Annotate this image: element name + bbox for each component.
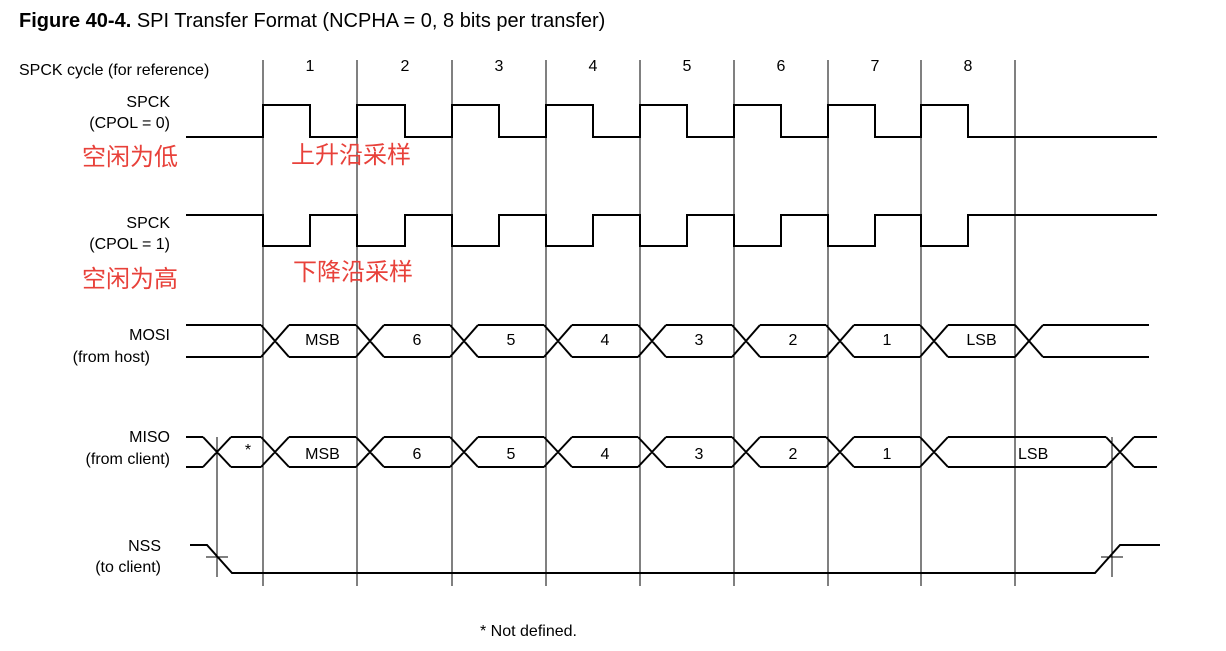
cycle-number: 4 [589, 58, 598, 75]
mosi-bit-label: 4 [601, 332, 610, 349]
spck0-qualifier: (CPOL = 0) [89, 115, 170, 132]
figure-number: Figure 40-4. [19, 10, 132, 32]
spck0-name: SPCK [126, 94, 170, 111]
figure-caption: SPI Transfer Format (NCPHA = 0, 8 bits p… [136, 10, 606, 32]
nss-qualifier: (to client) [95, 559, 161, 576]
spck1-waveform [186, 214, 1157, 247]
miso-bit-label: 3 [695, 446, 704, 463]
annotation-cpol1-edge: 下降沿采样 [293, 258, 413, 286]
cycle-number: 1 [306, 58, 315, 75]
miso-bus-lines [186, 436, 1157, 468]
miso-bit-label: LSB [1018, 446, 1048, 463]
miso-bit-label: 6 [413, 446, 422, 463]
cycle-numbers: 1 2 3 4 5 6 7 8 [306, 58, 973, 75]
mosi-bit-label: 2 [789, 332, 798, 349]
footnote: * Not defined. [480, 623, 577, 640]
miso-bit-label: 2 [789, 446, 798, 463]
miso-qualifier: (from client) [86, 451, 170, 468]
cycle-number: 6 [777, 58, 786, 75]
nss-waveform [190, 544, 1160, 574]
miso-bit-label: MSB [305, 446, 340, 463]
miso-name: MISO [129, 429, 170, 446]
mosi-bit-label: 1 [883, 332, 892, 349]
mosi-bit-label: MSB [305, 332, 340, 349]
cycle-number: 2 [401, 58, 410, 75]
nss-line [190, 544, 1160, 574]
mosi-bit-label: 3 [695, 332, 704, 349]
spck1-name: SPCK [126, 215, 170, 232]
miso-bit-label: 1 [883, 446, 892, 463]
cycle-grid-lines [216, 60, 1113, 586]
mosi-bus-lines [186, 324, 1149, 358]
annotation-cpol0-idle: 空闲为低 [82, 143, 178, 171]
annotation-cpol1-idle: 空闲为高 [82, 265, 178, 293]
mosi-bit-label: LSB [966, 332, 996, 349]
cycle-number: 7 [871, 58, 880, 75]
miso-bit-label: 4 [601, 446, 610, 463]
spck1-qualifier: (CPOL = 1) [89, 236, 170, 253]
mosi-bit-label: 5 [507, 332, 516, 349]
spck0-waveform [186, 104, 1157, 138]
annotation-cpol0-edge: 上升沿采样 [291, 141, 411, 169]
nss-name: NSS [128, 538, 161, 555]
cycle-row-label: SPCK cycle (for reference) [19, 62, 209, 79]
mosi-qualifier: (from host) [73, 349, 150, 366]
cycle-number: 3 [495, 58, 504, 75]
cycle-number: 5 [683, 58, 692, 75]
mosi-bit-label: 6 [413, 332, 422, 349]
miso-bit-label: 5 [507, 446, 516, 463]
cycle-number: 8 [964, 58, 973, 75]
mosi-waveform: MSB 6 5 4 3 2 1 LSB [186, 324, 1149, 358]
miso-waveform: * MSB 6 5 4 3 2 1 LSB [186, 436, 1157, 468]
miso-bit-label: * [245, 442, 251, 459]
figure-title: Figure 40-4. SPI Transfer Format (NCPHA … [19, 10, 605, 33]
mosi-name: MOSI [129, 327, 170, 344]
